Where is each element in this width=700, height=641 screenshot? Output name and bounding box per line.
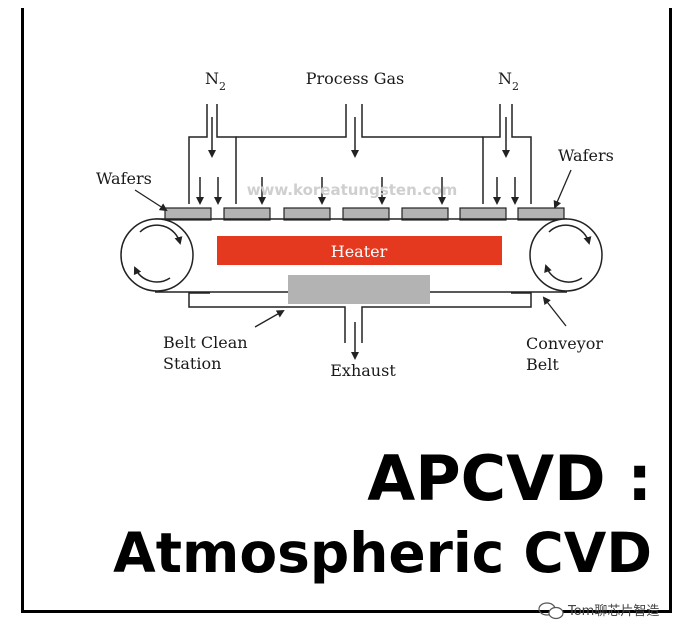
gas-manifold [188, 104, 532, 204]
wafers-right-label: Wafers [558, 146, 614, 165]
belt-clean-label-line2: Station [163, 354, 221, 373]
n2-right-subscript: 2 [512, 80, 519, 93]
heater-block [217, 236, 502, 265]
n2-left-subscript: 2 [219, 80, 226, 93]
wafer [517, 207, 565, 221]
conveyor-label-line1: Conveyor [526, 334, 603, 353]
figure-frame [21, 8, 672, 613]
wafer [223, 207, 271, 221]
gas-arrows [196, 117, 519, 205]
belt-clean-label-line1: Belt Clean [163, 333, 248, 352]
exhaust-hood [188, 292, 532, 343]
exhaust-label: Exhaust [330, 361, 396, 380]
watermark-text: www.koreatungsten.com [247, 181, 458, 199]
wafer [401, 207, 449, 221]
title-line1: APCVD : [367, 442, 652, 515]
wafer [459, 207, 507, 221]
right-roller [529, 218, 603, 292]
wafer [283, 207, 331, 221]
svg-text:N2: N2 [205, 69, 226, 93]
wafers-left-label: Wafers [96, 169, 152, 188]
pointer-arrows [134, 169, 572, 328]
left-roller [120, 218, 194, 292]
svg-text:N2: N2 [498, 69, 519, 93]
n2-right-label: N [498, 69, 512, 88]
conveyor-label-line2: Belt [526, 355, 559, 374]
footer-source: Tom聊芯片智造 [538, 602, 659, 620]
wafer [164, 207, 212, 221]
footer-source-text: Tom聊芯片智造 [567, 604, 659, 619]
n2-left-label: N [205, 69, 219, 88]
wafer [342, 207, 390, 221]
heater-label: Heater [331, 242, 388, 261]
wafer-row [164, 207, 565, 221]
wechat-icon [538, 602, 564, 620]
process-gas-label: Process Gas [306, 69, 405, 88]
exhaust-block [288, 275, 430, 304]
conveyor-belt [120, 218, 603, 293]
title-line2: Atmospheric CVD [113, 521, 652, 585]
